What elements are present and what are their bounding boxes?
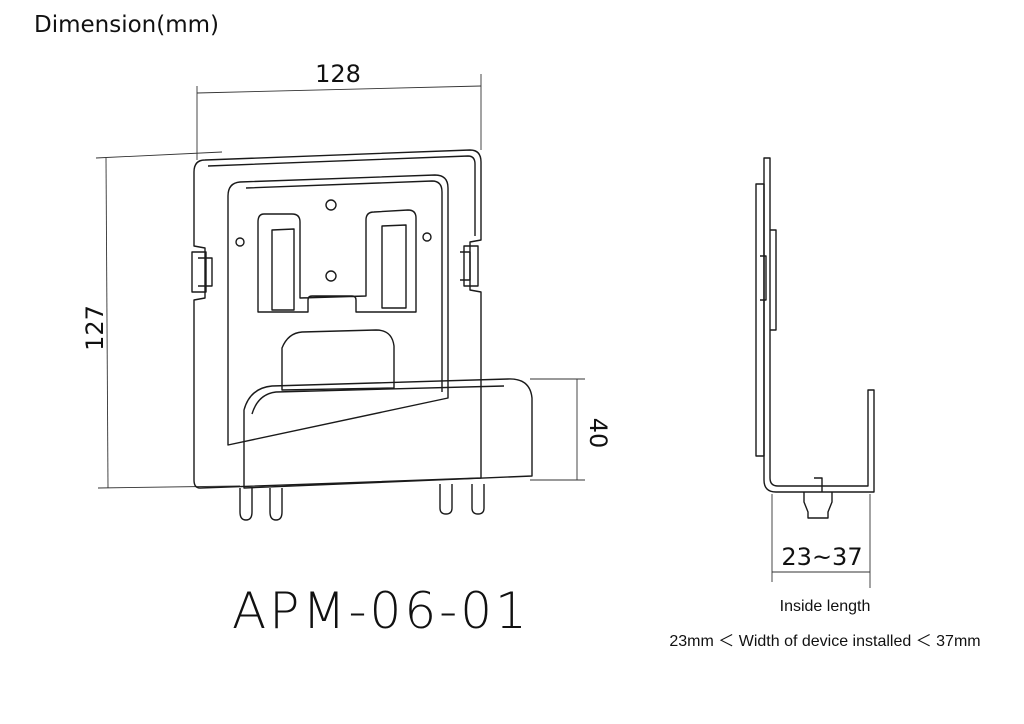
model-name: APM-06-01 — [232, 582, 530, 640]
front-view: 128 127 40 — [81, 60, 612, 521]
height-label: 127 — [81, 305, 109, 351]
side-view: 23~37 — [755, 157, 875, 588]
height-dimension: 127 — [81, 151, 241, 489]
page-title: Dimension(mm) — [34, 12, 220, 38]
inside-range-label: 23~37 — [781, 543, 862, 571]
width-label: 128 — [315, 60, 361, 88]
caption-inside-length: Inside length — [779, 598, 871, 615]
tray-dimension: 40 — [530, 378, 612, 481]
caption-width-range: 23mm ＜ Width of device installed ＜ 37mm — [669, 633, 981, 650]
width-dimension: 128 — [196, 60, 482, 160]
tray-depth-label: 40 — [584, 418, 612, 449]
